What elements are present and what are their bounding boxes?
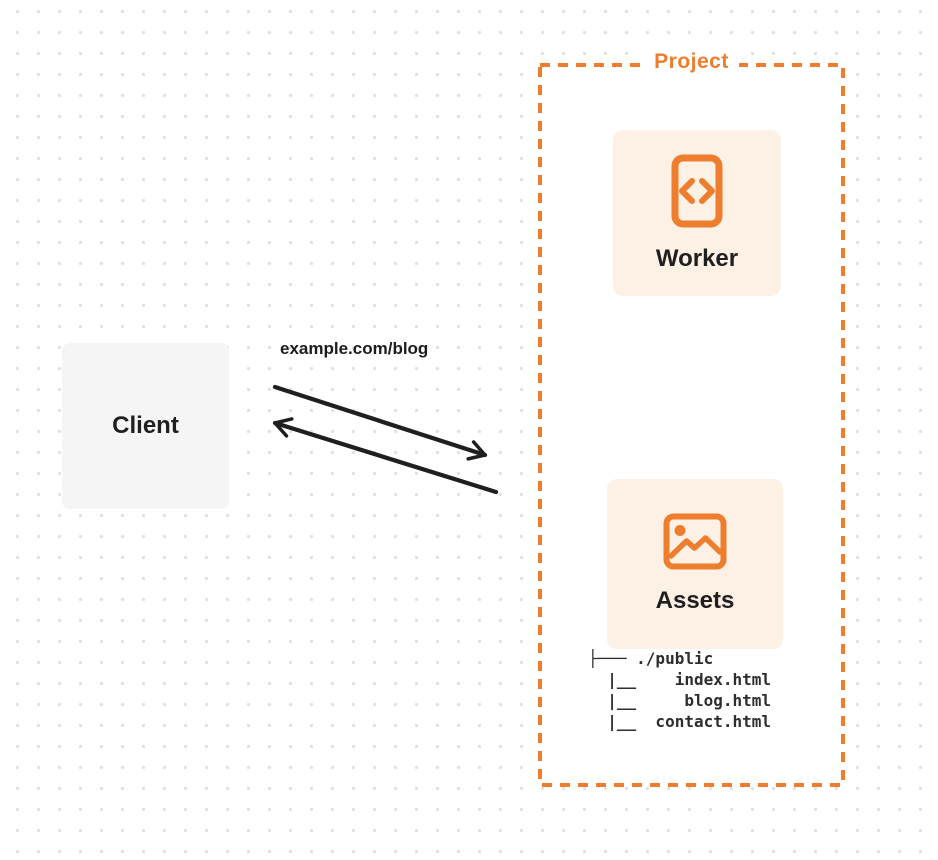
client-label: Client [112, 412, 179, 439]
request-arrow [272, 384, 488, 461]
worker-label: Worker [655, 244, 739, 272]
project-title: Project [644, 50, 739, 74]
assets-label: Assets [655, 587, 735, 614]
response-arrow [272, 417, 499, 495]
assets-card: Assets [607, 479, 783, 649]
request-response-arrows [272, 384, 499, 495]
project-title-row: Project [538, 50, 845, 74]
code-file-icon [671, 154, 723, 233]
request-url-label: example.com/blog [280, 339, 429, 358]
image-icon [663, 513, 727, 575]
worker-card: Worker [613, 130, 781, 296]
client-card: Client [62, 343, 229, 509]
assets-file-tree: ├─── ./public |__ index.html |__ blog.ht… [588, 649, 772, 731]
